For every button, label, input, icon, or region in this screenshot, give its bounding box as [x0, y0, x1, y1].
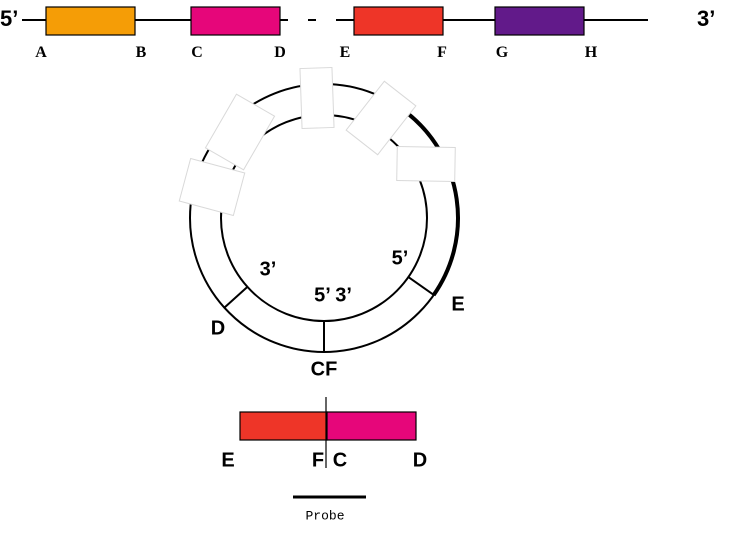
- circle-label-e: E: [451, 293, 464, 315]
- label-b: B: [136, 44, 147, 61]
- blank-label-box-2: [204, 93, 276, 171]
- linear-map: 5’ 3’ A B C D E F G H: [0, 6, 715, 61]
- label-a: A: [35, 44, 47, 61]
- product-label-c: C: [333, 449, 347, 471]
- three-prime-end-label: 3’: [697, 6, 715, 31]
- segment-cd: [190, 6, 281, 36]
- label-g: G: [496, 44, 509, 61]
- product-segment-ef: [239, 411, 328, 441]
- blank-label-box-1: [178, 157, 246, 217]
- product-segment-cd: [326, 411, 417, 441]
- blank-label-box-3: [299, 66, 335, 130]
- blank-label-box-5: [396, 145, 456, 183]
- junction-tick-d: [223, 286, 249, 309]
- label-h: H: [585, 44, 598, 61]
- probe: Probe: [293, 495, 366, 523]
- five-prime-inner-label: 5’: [392, 247, 409, 269]
- product-label-e: E: [221, 449, 234, 471]
- three-prime-inner-label: 3’: [260, 258, 277, 280]
- product-label-f: F: [312, 449, 324, 471]
- circle-label-d: D: [211, 317, 225, 339]
- junction-product: E F C D: [221, 397, 427, 471]
- blank-label-box-4: [345, 80, 417, 156]
- circle-label-cf: CF: [311, 358, 338, 380]
- segment-gh: [494, 6, 585, 36]
- five-three-junction-label: 5’ 3’: [314, 284, 352, 306]
- product-label-d: D: [413, 449, 427, 471]
- label-c: C: [191, 44, 203, 61]
- five-prime-end-label: 5’: [0, 6, 18, 31]
- outer-strand-thick-arc: [406, 111, 460, 297]
- circle-map: 3’ 5’ 5’ 3’ D E CF: [178, 66, 465, 380]
- segment-ef: [353, 6, 444, 36]
- label-f: F: [437, 44, 447, 61]
- label-e: E: [340, 44, 351, 61]
- junction-tick-e: [407, 276, 435, 296]
- segment-ab: [45, 6, 136, 36]
- label-d: D: [274, 44, 286, 61]
- probe-label: Probe: [305, 508, 344, 523]
